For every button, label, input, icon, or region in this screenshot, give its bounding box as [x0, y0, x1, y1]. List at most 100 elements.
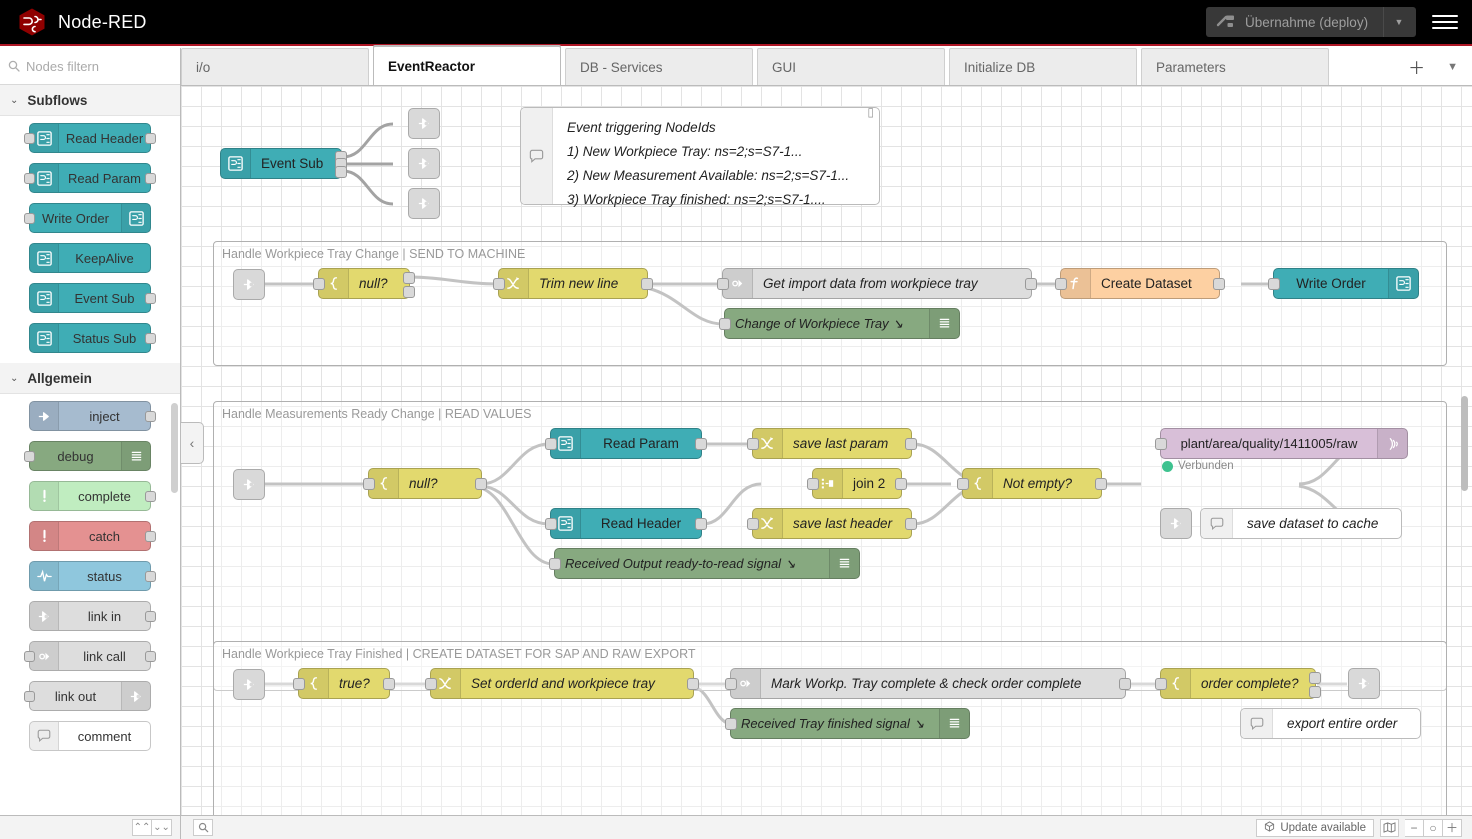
link-out-node[interactable]: [1160, 508, 1192, 539]
canvas-scrollbar[interactable]: [1461, 396, 1468, 491]
node-port-in[interactable]: [1155, 678, 1167, 690]
palette-search[interactable]: [0, 48, 180, 85]
node-create-dataset[interactable]: Create Dataset: [1055, 268, 1225, 299]
node-port-out[interactable]: [335, 166, 347, 178]
node-join-2[interactable]: join 2: [807, 468, 907, 499]
palette-category-allgemein[interactable]: ⌄ Allgemein: [0, 363, 180, 394]
node-save-last-param[interactable]: save last param: [747, 428, 917, 459]
palette-node-catch[interactable]: catch: [29, 521, 156, 551]
palette-node-keepalive[interactable]: KeepAlive: [29, 243, 151, 273]
resize-handle-icon[interactable]: ▯: [867, 105, 874, 119]
hamburger-menu-icon[interactable]: [1432, 15, 1458, 29]
node-port-in[interactable]: [717, 278, 729, 290]
node-port-out[interactable]: [695, 518, 707, 530]
tab-db-services[interactable]: DB - Services: [565, 48, 753, 85]
palette-node-inject[interactable]: inject: [29, 401, 156, 431]
node-get-import-data[interactable]: Get import data from workpiece tray: [717, 268, 1037, 299]
node-port-out[interactable]: [1309, 686, 1321, 698]
palette-category-subflows[interactable]: ⌄ Subflows: [0, 85, 180, 116]
node-event-sub[interactable]: Event Sub: [220, 148, 347, 179]
map-icon[interactable]: [1380, 818, 1399, 837]
flow-canvas[interactable]: Event Sub: [181, 86, 1472, 815]
palette-node-link-call[interactable]: link call: [24, 641, 156, 671]
node-port-in[interactable]: [1155, 438, 1167, 450]
node-port-out[interactable]: [1213, 278, 1225, 290]
node-port-in[interactable]: [425, 678, 437, 690]
node-read-header[interactable]: Read Header: [545, 508, 707, 539]
tab-parameters[interactable]: Parameters: [1141, 48, 1329, 85]
palette-node-event-sub[interactable]: Event Sub: [29, 283, 156, 313]
node-port-out[interactable]: [905, 518, 917, 530]
node-port-in[interactable]: [725, 718, 737, 730]
node-not-empty[interactable]: Not empty?: [957, 468, 1107, 499]
node-port-in[interactable]: [1268, 278, 1280, 290]
zoom-reset-button[interactable]: ○: [1424, 818, 1443, 837]
palette-node-read-header[interactable]: Read Header: [24, 123, 156, 153]
node-port-out[interactable]: [1309, 672, 1321, 684]
node-port-in[interactable]: [363, 478, 375, 490]
node-port-in[interactable]: [807, 478, 819, 490]
palette-node-status[interactable]: status: [29, 561, 156, 591]
node-mqtt-out-plant-quality-raw[interactable]: plant/area/quality/1411005/raw: [1155, 428, 1408, 459]
tab-i-o[interactable]: i/o: [181, 48, 369, 85]
node-port-out[interactable]: [403, 286, 415, 298]
node-write-order[interactable]: Write Order: [1268, 268, 1419, 299]
link-in-node[interactable]: [233, 469, 265, 500]
node-port-out[interactable]: [1095, 478, 1107, 490]
node-trim-new-line[interactable]: Trim new line: [493, 268, 653, 299]
tab-initialize-db[interactable]: Initialize DB: [949, 48, 1137, 85]
node-null-check-2[interactable]: null?: [363, 468, 487, 499]
node-debug-received-tray-finished[interactable]: Received Tray finished signal ↘: [725, 708, 970, 739]
node-port-in[interactable]: [1055, 278, 1067, 290]
palette-collapse-button[interactable]: ‹: [181, 422, 204, 464]
node-true-check[interactable]: true?: [293, 668, 395, 699]
node-port-in[interactable]: [493, 278, 505, 290]
comment-node-event-ids[interactable]: ▯ Event triggering NodeIds 1) New Workpi…: [520, 105, 880, 207]
node-port-out[interactable]: [895, 478, 907, 490]
link-out-node[interactable]: [408, 188, 440, 219]
node-port-in[interactable]: [313, 278, 325, 290]
node-port-in[interactable]: [293, 678, 305, 690]
palette-node-link-out[interactable]: link out: [24, 681, 151, 711]
palette-node-write-order[interactable]: Write Order: [24, 203, 151, 233]
comment-node-save-dataset-to-cache[interactable]: save dataset to cache: [1200, 508, 1402, 539]
palette-node-read-param[interactable]: Read Param: [24, 163, 156, 193]
plus-icon[interactable]: ＋: [1408, 59, 1426, 78]
comment-node-export-entire-order[interactable]: export entire order: [1240, 708, 1421, 739]
node-port-in[interactable]: [719, 318, 731, 330]
node-port-in[interactable]: [747, 518, 759, 530]
chevron-down-icon[interactable]: ▼: [1394, 17, 1404, 27]
palette-node-status-sub[interactable]: Status Sub: [29, 323, 156, 353]
palette-node-link-in[interactable]: link in: [29, 601, 156, 631]
node-read-param[interactable]: Read Param: [545, 428, 707, 459]
node-port-out[interactable]: [695, 438, 707, 450]
node-port-in[interactable]: [725, 678, 737, 690]
palette-node-comment[interactable]: comment: [29, 721, 151, 751]
chevrons-down-icon[interactable]: ⌄⌄: [152, 819, 172, 836]
node-null-check-1[interactable]: null?: [313, 268, 415, 299]
chevrons-up-icon[interactable]: ⌃⌃: [132, 819, 152, 836]
node-port-out[interactable]: [383, 678, 395, 690]
node-port-in[interactable]: [747, 438, 759, 450]
palette-node-debug[interactable]: debug: [24, 441, 151, 471]
tab-eventreactor[interactable]: EventReactor: [373, 46, 561, 85]
node-port-out[interactable]: [687, 678, 699, 690]
node-port-out[interactable]: [403, 272, 415, 284]
palette-node-complete[interactable]: complete: [29, 481, 156, 511]
node-port-in[interactable]: [549, 558, 561, 570]
zoom-out-button[interactable]: −: [1405, 818, 1424, 837]
link-in-node[interactable]: [233, 669, 265, 700]
tab-gui[interactable]: GUI: [757, 48, 945, 85]
group-workpiece-tray-change[interactable]: Handle Workpiece Tray Change | SEND TO M…: [213, 241, 1447, 366]
node-port-in[interactable]: [545, 518, 557, 530]
zoom-in-button[interactable]: ＋: [1443, 818, 1462, 837]
node-mark-workp-tray-complete[interactable]: Mark Workp. Tray complete & check order …: [725, 668, 1131, 699]
update-available-button[interactable]: Update available: [1256, 818, 1374, 837]
search-input[interactable]: [26, 58, 166, 74]
chevron-down-icon[interactable]: ▼: [1447, 60, 1458, 73]
link-in-node[interactable]: [233, 269, 265, 300]
deploy-button[interactable]: Übernahme (deploy) ▼: [1206, 7, 1416, 37]
node-port-in[interactable]: [957, 478, 969, 490]
search-icon[interactable]: [193, 819, 213, 836]
link-out-node[interactable]: [1348, 668, 1380, 699]
